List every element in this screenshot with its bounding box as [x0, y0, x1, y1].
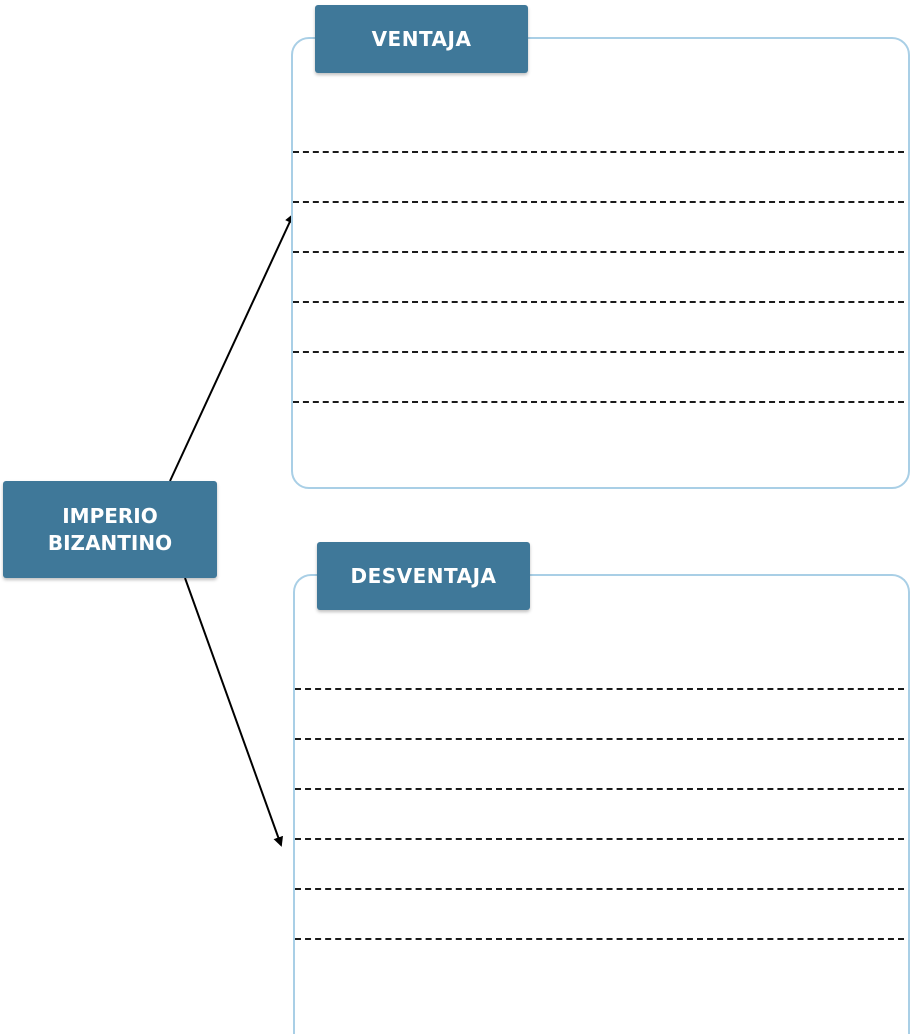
ventaja-line-6: [293, 401, 904, 403]
ventaja-title: VENTAJA: [371, 27, 472, 51]
arrow-to-ventaja: [169, 213, 295, 482]
imperio-bizantino-node: IMPERIO BIZANTINO: [3, 481, 217, 578]
arrow-to-desventaja: [184, 577, 283, 847]
desventaja-line-5: [295, 888, 904, 890]
desventaja-line-6: [295, 938, 904, 940]
desventaja-line-2: [295, 738, 904, 740]
ventaja-line-4: [293, 301, 904, 303]
node-line-2: BIZANTINO: [47, 530, 173, 555]
desventaja-title: DESVENTAJA: [350, 564, 497, 588]
ventaja-line-3: [293, 251, 904, 253]
node-line-1: IMPERIO: [62, 503, 158, 528]
ventaja-line-1: [293, 151, 904, 153]
desventaja-line-3: [295, 788, 904, 790]
desventaja-line-4: [295, 838, 904, 840]
ventaja-line-2: [293, 201, 904, 203]
ventaja-panel: [291, 37, 910, 489]
desventaja-line-1: [295, 688, 904, 690]
ventaja-line-5: [293, 351, 904, 353]
desventaja-header: DESVENTAJA: [317, 542, 530, 610]
desventaja-panel: [293, 574, 910, 1034]
ventaja-header: VENTAJA: [315, 5, 528, 73]
